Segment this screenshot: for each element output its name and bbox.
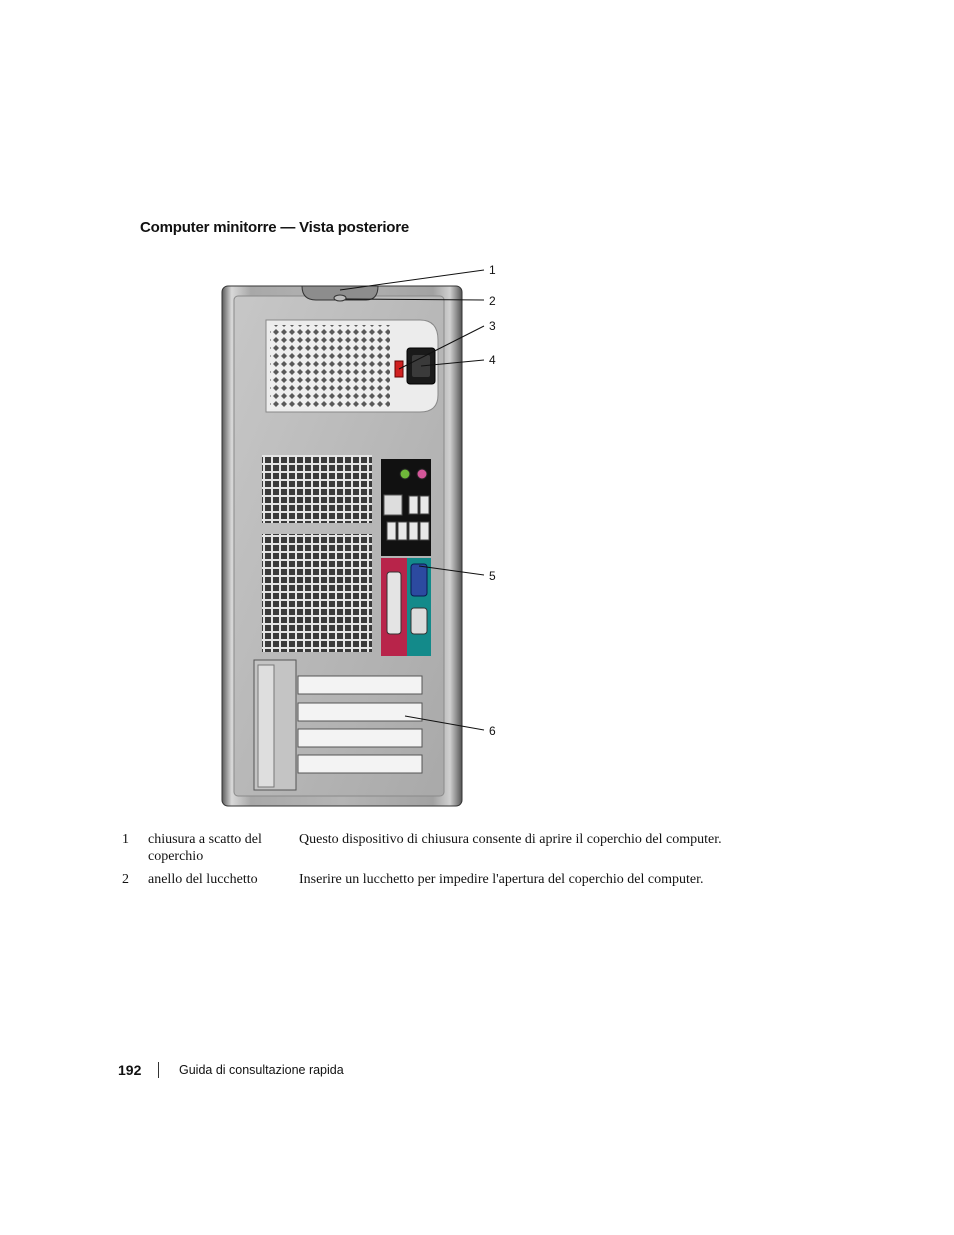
usb-port-3 xyxy=(386,521,397,541)
legend-name: anello del lucchetto xyxy=(148,872,258,887)
video-connector xyxy=(410,563,428,597)
legend-number: 2 xyxy=(122,872,129,887)
slot-bracket-inner xyxy=(257,664,275,788)
cover-latch xyxy=(301,285,379,301)
callout-number-6: 6 xyxy=(489,724,496,738)
legend-description: Inserire un lucchetto per impedire l'ape… xyxy=(299,872,704,887)
legend-name: chiusura a scatto del coperchio xyxy=(148,832,262,864)
usb-port-6 xyxy=(419,521,430,541)
callout-line-1 xyxy=(339,269,485,291)
usb-port-4 xyxy=(397,521,408,541)
legend-row: 1 chiusura a scatto del coperchio Questo… xyxy=(122,831,762,865)
legend-row: 2 anello del lucchetto Inserire un lucch… xyxy=(122,871,762,888)
expansion-slot-3 xyxy=(297,728,423,748)
callout-line-5 xyxy=(418,565,485,576)
callout-number-4: 4 xyxy=(489,353,496,367)
page-number: 192 xyxy=(118,1062,142,1078)
section-title: Computer minitorre — Vista posteriore xyxy=(140,219,410,236)
footer-separator xyxy=(158,1062,159,1078)
callout-line-6 xyxy=(404,715,485,731)
usb-port-1 xyxy=(408,495,419,515)
callout-line-3 xyxy=(398,325,485,370)
padlock-ring xyxy=(333,294,347,302)
legend-number: 1 xyxy=(122,832,129,847)
usb-port-5 xyxy=(408,521,419,541)
network-connector xyxy=(383,494,403,516)
psu-vent xyxy=(270,325,390,409)
usb-port-2 xyxy=(419,495,430,515)
callout-line-2 xyxy=(345,298,485,301)
rear-vent-upper xyxy=(262,455,372,523)
callout-number-2: 2 xyxy=(489,294,496,308)
footer-title: Guida di consultazione rapida xyxy=(179,1063,344,1077)
serial-connector xyxy=(410,607,428,635)
expansion-slot-1 xyxy=(297,675,423,695)
callout-line-4 xyxy=(420,359,485,367)
expansion-slot-2 xyxy=(297,702,423,722)
legend-table: 1 chiusura a scatto del coperchio Questo… xyxy=(122,831,762,894)
mic-jack xyxy=(416,468,428,480)
expansion-slot-4 xyxy=(297,754,423,774)
line-out-jack xyxy=(399,468,411,480)
legend-description: Questo dispositivo di chiusura consente … xyxy=(299,832,722,847)
callout-number-1: 1 xyxy=(489,263,496,277)
parallel-connector xyxy=(386,571,402,635)
rear-vent-lower xyxy=(262,534,372,652)
callout-number-5: 5 xyxy=(489,569,496,583)
callout-number-3: 3 xyxy=(489,319,496,333)
